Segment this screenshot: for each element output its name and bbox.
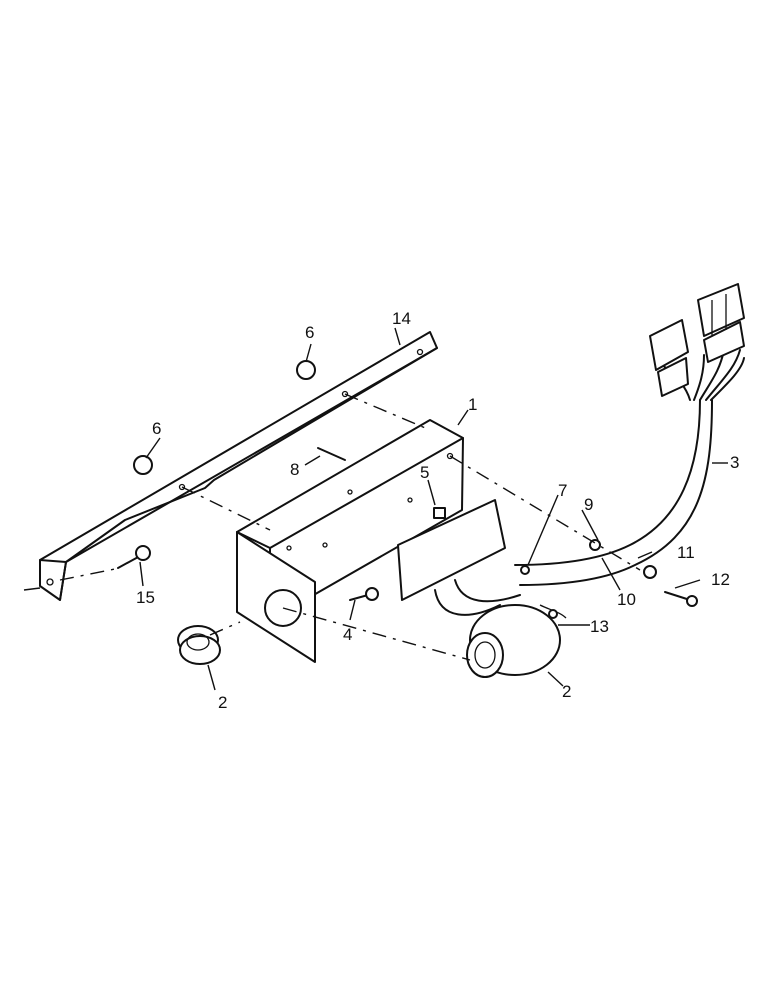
callout-7: 7: [558, 481, 567, 500]
callout-1: 1: [468, 395, 477, 414]
callout-2-nut: 2: [218, 693, 227, 712]
mounting-plate-1: [236, 419, 464, 663]
key-switch-2: [466, 604, 567, 678]
leader-lines: [23, 327, 728, 691]
callout-12: 12: [711, 570, 730, 589]
hardware: [117, 360, 698, 619]
wiring-harness-3: [514, 283, 745, 586]
callout-14: 14: [392, 309, 411, 328]
callout-6-left: 6: [152, 419, 161, 438]
callout-15: 15: [136, 588, 155, 607]
callout-8: 8: [290, 460, 299, 479]
callouts: 6 14 6 1 8 5 7 9 3 11 12 13 10 4 15 2 2: [136, 309, 739, 712]
callout-4: 4: [343, 625, 352, 644]
bezel-nut-2: [177, 625, 221, 665]
callout-3: 3: [730, 453, 739, 472]
callout-6-top: 6: [305, 323, 314, 342]
callout-9: 9: [584, 495, 593, 514]
callout-10: 10: [617, 590, 636, 609]
angle-bracket-14: [39, 331, 438, 601]
alignment-lines: [59, 393, 641, 661]
callout-5: 5: [420, 463, 429, 482]
callout-11: 11: [677, 543, 695, 562]
callout-13: 13: [590, 617, 609, 636]
callout-2-switch: 2: [562, 682, 571, 701]
control-module: [397, 499, 521, 616]
